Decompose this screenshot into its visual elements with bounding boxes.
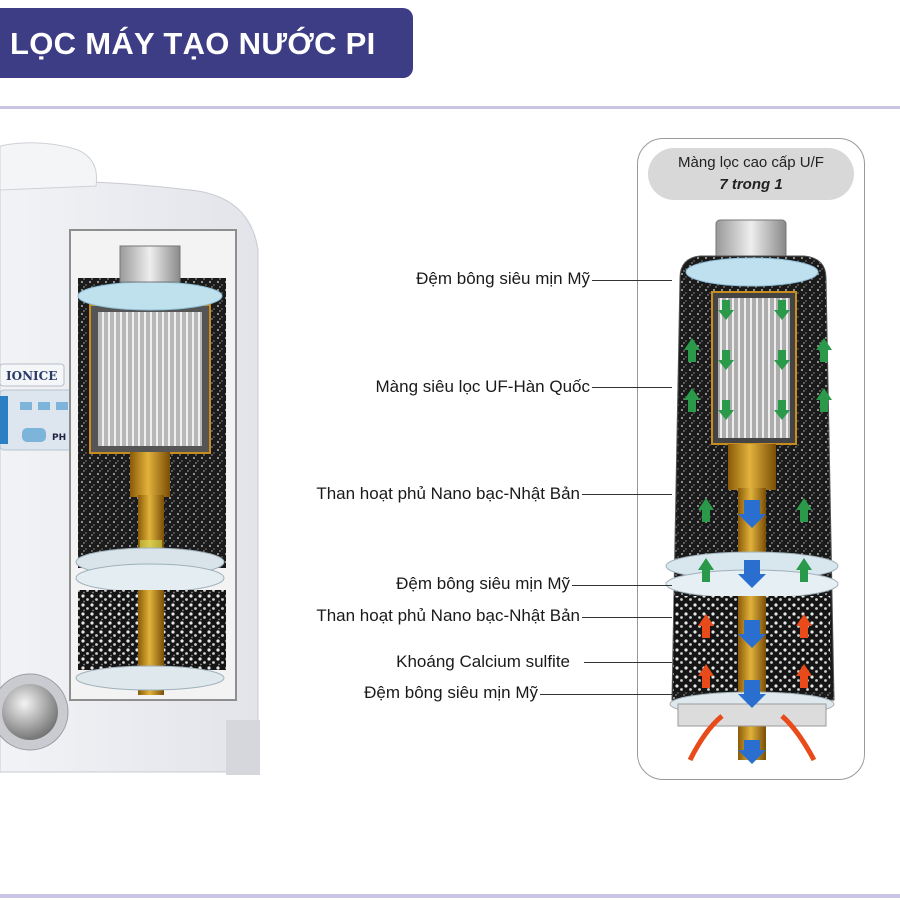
brand-logo: IONICE xyxy=(6,369,57,383)
layer-label-carbon-2: Than hoạt phủ Nano bạc-Nhật Bản xyxy=(316,606,580,625)
leader-top-pad xyxy=(592,280,672,282)
leader-uf-membrane xyxy=(592,387,672,389)
leader-carbon-2 xyxy=(582,617,672,619)
leader-carbon-1 xyxy=(582,494,672,496)
panel-header-line2: 7 trong 1 xyxy=(719,176,783,193)
layer-label-calcium-sulfite: Khoáng Calcium sulfite xyxy=(396,652,570,671)
panel-header-pill xyxy=(648,148,854,200)
page-title: LỌC MÁY TẠO NƯỚC PI xyxy=(10,26,376,61)
panel-header-line1: Màng lọc cao cấp U/F xyxy=(678,154,824,171)
bottom-divider xyxy=(0,894,900,898)
top-divider xyxy=(0,106,900,109)
leader-mid-pad xyxy=(572,585,672,587)
layer-label-carbon-1: Than hoạt phủ Nano bạc-Nhật Bản xyxy=(316,484,580,503)
layer-label-bottom-pad: Đệm bông siêu mịn Mỹ xyxy=(364,683,538,702)
layer-label-top-pad: Đệm bông siêu mịn Mỹ xyxy=(416,269,590,288)
layer-label-uf-membrane: Màng siêu lọc UF-Hàn Quốc xyxy=(375,377,590,396)
leader-calcium-sulfite xyxy=(584,662,672,664)
device-button-label: PH xyxy=(52,433,66,443)
leader-bottom-pad xyxy=(540,694,672,696)
title-banner: LỌC MÁY TẠO NƯỚC PI xyxy=(0,8,413,78)
layer-label-mid-pad: Đệm bông siêu mịn Mỹ xyxy=(396,574,570,593)
